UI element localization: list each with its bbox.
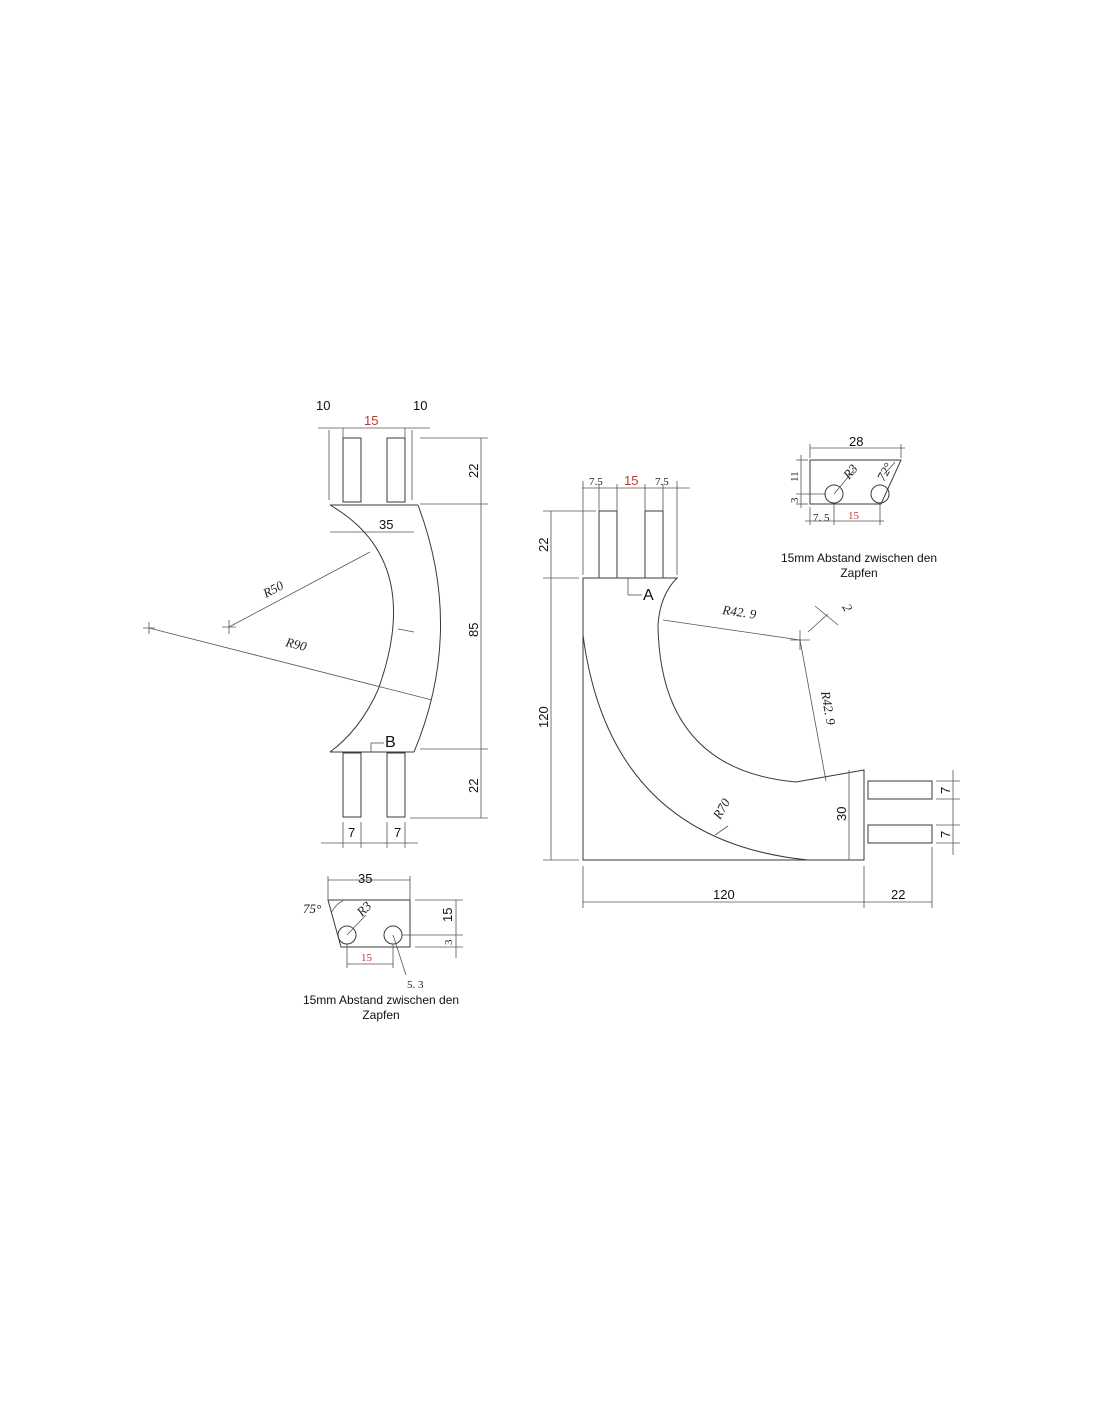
- dim-right-end-tenon-top: 7: [938, 787, 953, 794]
- dim-left-top-tenon-right: 10: [413, 398, 427, 413]
- dim-right-small: 2: [839, 601, 855, 615]
- dim-left-bottom-height: 22: [466, 779, 481, 793]
- dim-right-section-height-top: 11: [789, 471, 801, 482]
- dim-left-bottom-tenon-right: 7: [394, 825, 401, 840]
- left-top-tenon-2: [386, 437, 406, 503]
- radius-r70: R70: [709, 795, 733, 822]
- left-bottom-tenon-1: [342, 752, 362, 818]
- left-section-outline: [327, 899, 411, 948]
- dim-left-section-hole-radius: R3: [353, 898, 375, 920]
- dim-left-section-hole-spacing: 15: [361, 952, 373, 964]
- dim-left-top-tenon-left: 10: [316, 398, 330, 413]
- view-label-a: A: [643, 587, 654, 604]
- right-inner-curve: [582, 634, 809, 861]
- right-body-outline: [582, 577, 865, 861]
- dim-left-section-height: 15: [440, 908, 455, 922]
- left-section: [327, 876, 463, 976]
- dim-left-top-height: 22: [466, 464, 481, 478]
- dim-right-section-offset: 3: [789, 497, 801, 503]
- dim-right-top-right: 7.5: [655, 476, 669, 488]
- dim-right-body-height: 120: [536, 706, 551, 728]
- dim-right-top-height: 22: [536, 538, 551, 552]
- dim-left-body-width: 35: [379, 517, 393, 532]
- dim-left-section-offset: 3: [443, 939, 455, 945]
- view-label-b: B: [385, 734, 396, 751]
- dim-right-body-width: 120: [713, 887, 735, 902]
- radius-r90: R90: [283, 634, 308, 654]
- dim-right-end-tenon-length: 22: [891, 887, 905, 902]
- dim-left-section-angle: 75°: [303, 901, 321, 916]
- dim-left-body-height: 85: [466, 623, 481, 637]
- dim-left-top-gap: 15: [364, 413, 378, 428]
- right-section: [796, 444, 905, 525]
- radius-r42-9-top: R42. 9: [721, 602, 758, 622]
- left-outer-curve: [413, 504, 442, 753]
- right-part: [543, 481, 960, 908]
- dim-left-section-width: 35: [358, 871, 372, 886]
- left-bottom-tenon-2: [386, 752, 406, 818]
- dim-right-section-hole-radius: R3: [839, 461, 861, 483]
- dim-left-section-hole-offset: 5. 3: [407, 979, 424, 991]
- left-inner-curve: [329, 504, 395, 753]
- right-section-outline: [809, 459, 902, 505]
- left-section-note: 15mm Abstand zwischen den Zapfen: [302, 993, 460, 1022]
- right-section-note: 15mm Abstand zwischen den Zapfen: [780, 551, 938, 580]
- left-top-tenon-1: [342, 437, 362, 503]
- dim-left-bottom-tenon-left: 7: [348, 825, 355, 840]
- radius-r50: R50: [259, 577, 286, 601]
- dim-right-end-tenon-bottom: 7: [938, 831, 953, 838]
- dim-right-top-left: 7.5: [589, 476, 603, 488]
- dim-right-section-hole-spacing: 15: [848, 510, 860, 522]
- dim-right-end-height: 30: [834, 807, 849, 821]
- left-part: [143, 427, 488, 848]
- dim-right-section-width: 28: [849, 434, 863, 449]
- dim-right-top-gap: 15: [624, 473, 638, 488]
- radius-r42-9-side: R42. 9: [818, 689, 839, 727]
- dim-right-section-hole-offset: 7. 5: [813, 512, 830, 524]
